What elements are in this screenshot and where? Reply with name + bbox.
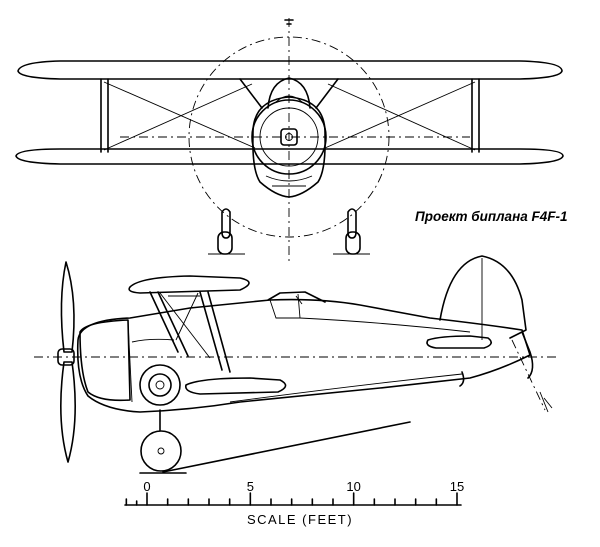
front-engine-cowl	[251, 99, 327, 175]
front-prop-tip	[284, 19, 294, 25]
side-belly-line	[229, 373, 463, 403]
side-turtle-deck	[299, 317, 471, 333]
front-fuselage-outline	[252, 96, 326, 198]
side-tail-swing-line	[511, 339, 546, 411]
scale-tick-label: 0	[143, 479, 150, 494]
side-prop-blade-upper	[60, 261, 75, 353]
scale-tick-label: 5	[247, 479, 254, 494]
front-cabane-left	[239, 78, 263, 109]
scale-labels: 0 5 10 15	[143, 479, 464, 494]
side-lower-wing	[184, 377, 287, 395]
front-windscreen	[275, 95, 303, 103]
side-canopy-frame	[269, 293, 301, 319]
drawing-caption: Проект биплана F4F-1	[415, 209, 568, 224]
front-left-wire-1	[103, 81, 256, 149]
front-cowl-inner	[259, 107, 319, 167]
side-tail-fin	[439, 255, 527, 339]
side-strut-4	[207, 291, 231, 373]
front-prop-hub	[280, 128, 298, 146]
front-canopy	[267, 77, 311, 109]
side-gear-well-inner	[148, 373, 172, 397]
side-fuselage	[76, 298, 531, 413]
front-lower-wing	[15, 148, 564, 165]
side-gear-well	[139, 364, 181, 406]
side-strut-1	[149, 291, 179, 353]
front-left-wire-2	[103, 83, 253, 151]
side-wheel-hub	[157, 447, 165, 455]
front-left-gear-leg	[221, 208, 231, 239]
front-right-wire-2	[327, 83, 476, 151]
front-hub-center	[285, 133, 293, 141]
side-horizontal-stabilizer	[426, 335, 492, 349]
front-view	[15, 18, 564, 262]
scale-tick-label: 15	[450, 479, 464, 494]
side-tail-marks	[539, 391, 553, 413]
side-wire-1	[159, 292, 211, 359]
scale-bar: 0 5 10 15 SCALE (FEET)	[124, 479, 464, 527]
side-main-wheel	[140, 430, 182, 472]
front-cabane-right	[315, 78, 339, 109]
front-upper-wing	[17, 60, 563, 80]
side-engine-cowl	[79, 319, 131, 402]
front-propeller-disc	[188, 36, 390, 238]
front-right-wire-1	[324, 81, 476, 149]
side-gear-hub	[155, 380, 165, 390]
side-wire-2	[175, 292, 199, 341]
side-upper-wing	[128, 275, 250, 294]
side-strut-3	[199, 291, 223, 371]
side-canopy-line	[295, 295, 303, 305]
scale-title: SCALE (FEET)	[247, 512, 353, 527]
side-cowl-seam	[127, 321, 133, 403]
front-fuselage-belly	[265, 175, 313, 182]
side-ground-line	[162, 421, 411, 473]
scale-minor-ticks	[125, 492, 458, 506]
side-tail-skid	[459, 371, 465, 387]
side-canopy	[267, 291, 326, 303]
side-rudder-lower	[521, 331, 534, 379]
side-prop-hub	[57, 348, 75, 366]
side-view	[34, 255, 560, 474]
side-cowl-panel	[131, 338, 175, 343]
scale-tick-label: 10	[346, 479, 360, 494]
front-right-gear-leg	[347, 208, 357, 239]
side-strut-2	[157, 291, 189, 357]
side-prop-blade-lower	[60, 361, 76, 463]
